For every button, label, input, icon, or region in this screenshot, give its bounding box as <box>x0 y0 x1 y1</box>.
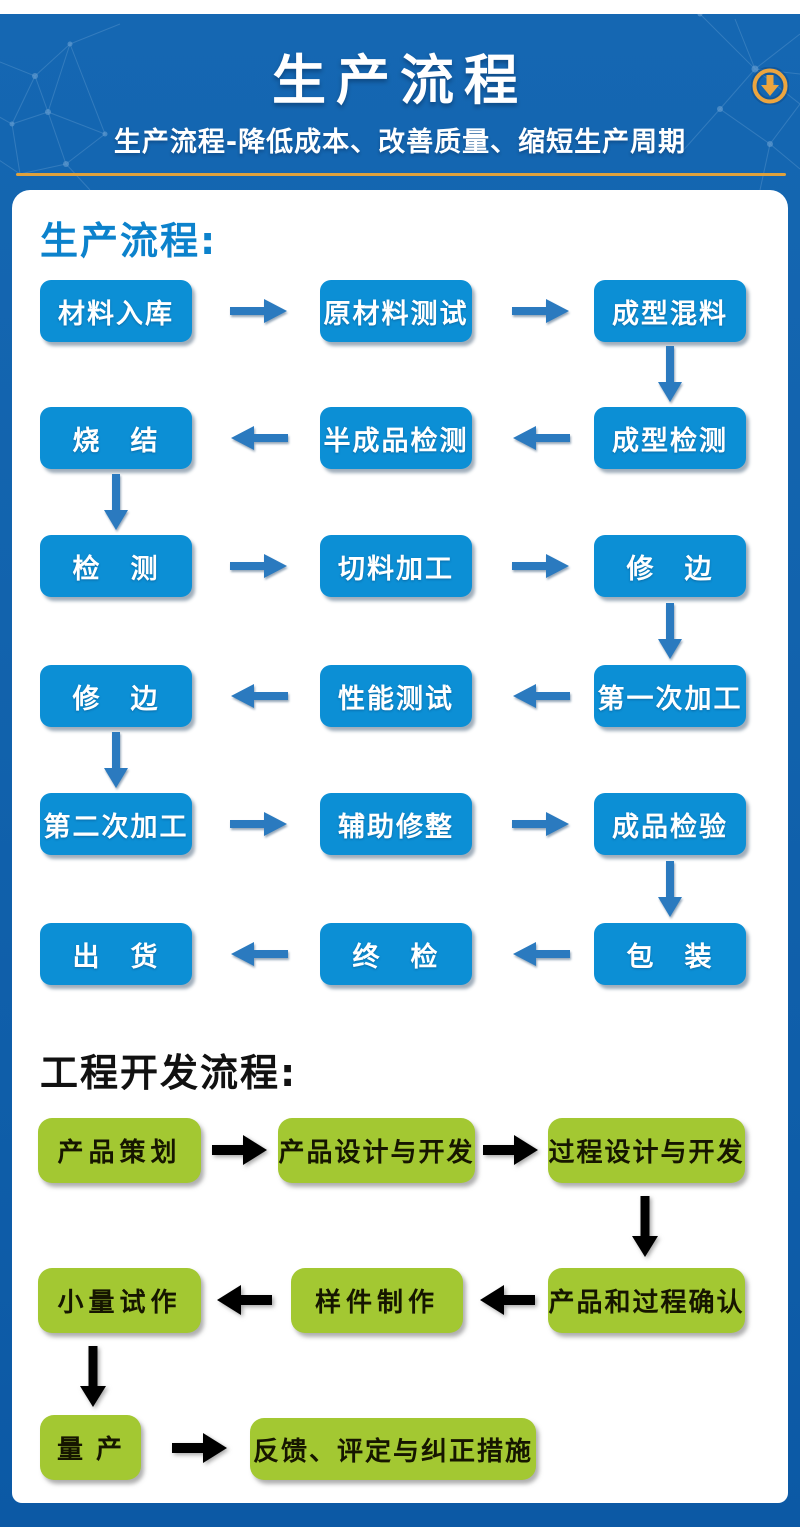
page-title: 生产流程 <box>272 49 528 112</box>
gold-divider <box>16 173 786 176</box>
arrow-right-icon <box>172 1433 228 1463</box>
arrow-right-icon <box>512 298 570 324</box>
production-step: 成型混料 <box>594 280 746 342</box>
production-step: 成品检验 <box>594 793 746 855</box>
arrow-down-icon <box>103 732 129 789</box>
production-step: 成型检测 <box>594 407 746 469</box>
production-step: 包 装 <box>594 923 746 985</box>
arrow-down-icon <box>657 603 683 660</box>
arrow-left-icon <box>216 1285 272 1315</box>
arrow-right-icon <box>230 298 288 324</box>
production-step: 半成品检测 <box>320 407 472 469</box>
network-pattern-left-icon <box>0 23 121 190</box>
production-step: 材料入库 <box>40 280 192 342</box>
arrow-right-icon <box>230 811 288 837</box>
page-subtitle: 生产流程-降低成本、改善质量、缩短生产周期 <box>113 127 687 158</box>
arrow-left-icon <box>512 941 570 967</box>
arrow-left-icon <box>512 425 570 451</box>
arrow-down-icon <box>631 1196 659 1258</box>
production-step: 修 边 <box>40 665 192 727</box>
production-step: 烧 结 <box>40 407 192 469</box>
arrow-down-icon <box>657 346 683 403</box>
arrow-right-icon <box>230 553 288 579</box>
production-step: 性能测试 <box>320 665 472 727</box>
production-step: 终 检 <box>320 923 472 985</box>
arrow-right-icon <box>512 553 570 579</box>
arrow-right-icon <box>512 811 570 837</box>
circle-down-arrow-icon[interactable] <box>750 66 790 106</box>
production-step: 原材料测试 <box>320 280 472 342</box>
engineering-step: 过程设计与开发 <box>548 1118 745 1183</box>
engineering-step: 产品和过程确认 <box>548 1268 745 1333</box>
engineering-step: 产品策划 <box>38 1118 201 1183</box>
arrow-down-icon <box>79 1346 107 1408</box>
production-step: 切料加工 <box>320 535 472 597</box>
engineering-step: 反馈、评定与纠正措施 <box>250 1418 536 1480</box>
arrow-right-icon <box>212 1135 268 1165</box>
engineering-step: 产品设计与开发 <box>278 1118 475 1183</box>
arrow-right-icon <box>483 1135 539 1165</box>
engineering-step: 样件制作 <box>291 1268 463 1333</box>
production-step: 辅助修整 <box>320 793 472 855</box>
engineering-step: 量 产 <box>40 1415 141 1480</box>
production-step: 检 测 <box>40 535 192 597</box>
arrow-left-icon <box>512 683 570 709</box>
arrow-left-icon <box>230 425 288 451</box>
arrow-down-icon <box>657 861 683 918</box>
arrow-down-icon <box>103 474 129 531</box>
arrow-left-icon <box>230 683 288 709</box>
engineering-flow-heading: 工程开发流程: <box>40 1051 298 1095</box>
production-step: 第一次加工 <box>594 665 746 727</box>
production-step: 出 货 <box>40 923 192 985</box>
production-flow-heading: 生产流程: <box>40 219 218 263</box>
production-step: 第二次加工 <box>40 793 192 855</box>
production-step: 修 边 <box>594 535 746 597</box>
arrow-left-icon <box>230 941 288 967</box>
engineering-step: 小量试作 <box>38 1268 201 1333</box>
arrow-left-icon <box>479 1285 535 1315</box>
